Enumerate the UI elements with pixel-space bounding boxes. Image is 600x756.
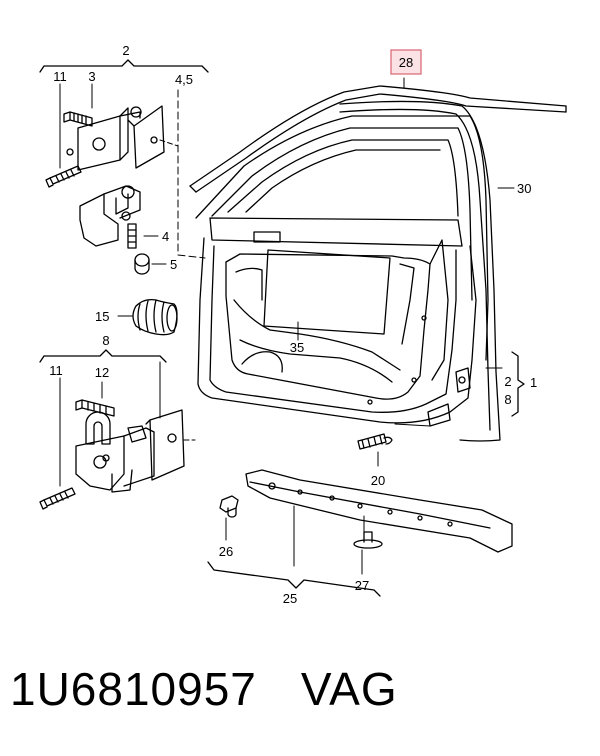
callout-27: 27 (355, 578, 369, 593)
callout-25: 25 (283, 591, 297, 606)
lower-hinge-assembly (39, 349, 196, 510)
callout-4: 4 (162, 229, 169, 244)
callout-2-right: 2 (504, 374, 511, 389)
callout-4-5: 4,5 (175, 72, 193, 87)
callout-11-upper: 11 (53, 69, 67, 84)
callout-11-lower: 11 (49, 363, 63, 378)
callout-1: 1 (530, 375, 537, 390)
door-shell (195, 115, 489, 427)
callout-12: 12 (95, 365, 109, 380)
callout-15: 15 (95, 309, 109, 324)
sill-trim (245, 469, 513, 567)
rivet-part (219, 495, 239, 541)
door-seal-upper (189, 77, 567, 193)
callout-28: 28 (399, 55, 413, 70)
group-bracket-bottom (207, 561, 381, 597)
upper-hinge-assembly (39, 59, 209, 275)
part-footer: 1U6810957 VAG (10, 662, 398, 716)
grommet-part (117, 298, 178, 336)
door-seal-vertical (339, 100, 515, 442)
callout-8-right: 8 (504, 392, 511, 407)
part-number: 1U6810957 (10, 663, 257, 715)
callout-30: 30 (517, 181, 531, 196)
callout-8-group: 8 (102, 333, 109, 348)
callout-35: 35 (290, 340, 304, 355)
callout-20: 20 (371, 473, 385, 488)
pin-part (353, 531, 383, 575)
clip-part (357, 433, 393, 467)
brand-label: VAG (300, 663, 398, 715)
group-bracket-right (511, 351, 525, 417)
callout-3: 3 (88, 69, 95, 84)
callout-5: 5 (170, 257, 177, 272)
exploded-parts-diagram: 2 11 3 4,5 4 5 15 8 11 12 35 28 30 2 8 1… (39, 43, 567, 606)
callout-28-highlight-box (390, 49, 422, 75)
callout-2: 2 (122, 43, 129, 58)
callout-26: 26 (219, 544, 233, 559)
